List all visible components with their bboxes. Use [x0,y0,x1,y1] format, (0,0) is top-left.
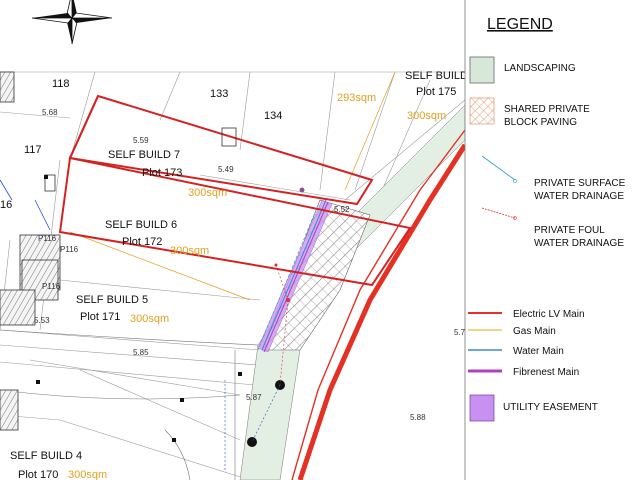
level-559: 5.59 [133,136,149,145]
sb4-title: SELF BUILD 4 [10,450,82,462]
shed-117 [44,174,56,192]
legend-title: LEGEND [487,16,553,33]
legend-fibre: Fibrenest Main [513,367,579,378]
electric-main-line-2 [291,129,466,480]
plot-172-boundary [58,156,412,287]
sb7-title: SELF BUILD 7 [108,149,180,161]
legend-easement: UTILITY EASEMENT [503,402,598,413]
sb7-plot: Plot 173 [142,167,182,179]
house-block-e [0,389,19,431]
legend-electric: Electric LV Main [513,309,585,320]
sbtop-plot: Plot 175 [416,86,456,98]
level-588: 5.88 [410,413,426,422]
surface-run-west-2 [0,179,13,201]
plot-118-label: 118 [52,78,70,90]
landscaping-strip [239,104,466,480]
level-549: 5.49 [218,165,234,174]
house-block-d [0,71,15,103]
house-tag-3: P116 [42,282,61,291]
water-main-line [261,199,327,351]
legend-landscaping: LANDSCAPING [504,63,576,74]
level-585: 5.85 [133,348,149,357]
plot-134-label: 134 [264,110,282,122]
paving-swatch [469,97,495,125]
surface-drainage-run [257,204,319,351]
legend-foul-2: WATER DRAINAGE [534,238,624,249]
foul-drainage-swatch [481,207,516,219]
sb7-area: 300sqm [188,187,227,199]
shed-133 [221,127,237,147]
inspection-chamber-1 [299,187,305,193]
legend-paving-2: BLOCK PAVING [504,117,577,128]
orange-plot-lines [69,71,396,301]
landscaping-swatch [469,56,495,84]
manhole-2 [247,437,257,447]
plot-293-area: 293sqm [337,92,376,104]
house-tag-1: P116 [38,234,57,243]
legend-water: Water Main [513,346,564,357]
legend-gas: Gas Main [513,326,556,337]
level-553: 5.53 [34,316,50,325]
electric-main-line [297,143,468,480]
sb5-area: 300sqm [130,313,169,325]
plot-173-west-edge [69,95,99,159]
sb4-area: 300sqm [68,469,107,480]
foul-drainage-node-icon [513,216,517,220]
road-edge-2 [0,389,241,400]
easement-swatch [469,394,495,422]
level-587: 5.87 [246,393,262,402]
plot-133-label: 133 [210,88,228,100]
sb4-plot: Plot 170 [18,469,58,480]
plot-117-label: 117 [24,144,42,156]
plot-16-label: 16 [0,199,12,211]
foul-point-2 [300,188,304,192]
sbtop-title: SELF BUILD [405,70,468,82]
north-arrow-icon [31,0,113,45]
sbtop-area: 300sqm [407,110,446,122]
house-tag-2: P116 [60,245,79,254]
background-plot-lines [0,71,466,480]
surface-run-west [34,199,51,231]
surface-run-main [251,384,281,443]
sb6-plot: Plot 172 [122,236,162,248]
legend-paving-1: SHARED PRIVATE [504,104,590,115]
surface-drainage-node-icon [513,179,517,183]
sb6-area: 300sqm [170,245,209,257]
level-552: 5.52 [334,205,350,214]
legend-surface-2: WATER DRAINAGE [534,191,624,202]
road-kerb-curve [164,429,191,480]
road-kerb-line [0,329,259,346]
sb5-title: SELF BUILD 5 [76,294,148,306]
surface-drainage-swatch [481,155,516,181]
survey-marks [36,175,242,442]
fibre-main-line [263,201,329,353]
level-57: 5.7 [454,328,466,337]
house-block-c [0,289,36,326]
legend-surface-1: PRIVATE SURFACE [534,178,626,189]
level-568: 5.68 [42,108,58,117]
legend-foul-1: PRIVATE FOUL [534,225,605,236]
sb6-title: SELF BUILD 6 [105,219,177,231]
sb5-plot: Plot 171 [80,311,120,323]
